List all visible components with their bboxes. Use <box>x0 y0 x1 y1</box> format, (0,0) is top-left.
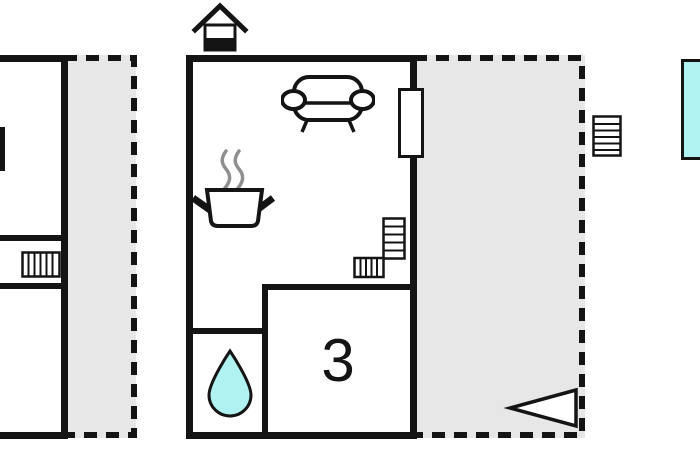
wall-bedroom-top <box>262 284 417 290</box>
house-entrance-icon <box>191 2 249 52</box>
wall-left-building-right <box>61 55 68 439</box>
wall-left-building-top <box>0 55 68 62</box>
left-unit-partial-room-number <box>0 127 5 171</box>
window <box>398 88 424 158</box>
wall-main-left <box>186 55 193 439</box>
cooking-pot-steam-icon <box>190 149 276 228</box>
wall-bedroom-left <box>262 284 268 439</box>
l-shaped-stairs-icon <box>353 217 406 279</box>
left-arrow-icon <box>503 387 578 429</box>
water-drop-icon <box>207 348 253 418</box>
exterior-steps-icon <box>592 115 622 157</box>
steam-line <box>220 149 232 190</box>
wall-main-right <box>410 55 417 439</box>
straight-stairs-icon <box>21 251 61 278</box>
pool-partial <box>681 59 700 160</box>
wall-left-building-interior-lower <box>0 283 61 289</box>
bedroom-number-label: 3 <box>321 327 355 394</box>
terrace-left-fill <box>66 55 136 438</box>
terrace-right-fill <box>413 55 585 438</box>
steam-line <box>233 149 245 190</box>
wall-left-building-bottom <box>0 432 68 439</box>
wall-bathroom-top <box>186 328 268 334</box>
wall-main-bottom <box>186 432 417 439</box>
wall-main-top <box>186 55 417 62</box>
sofa-icon <box>281 75 375 133</box>
wall-left-building-interior-upper <box>0 235 61 241</box>
